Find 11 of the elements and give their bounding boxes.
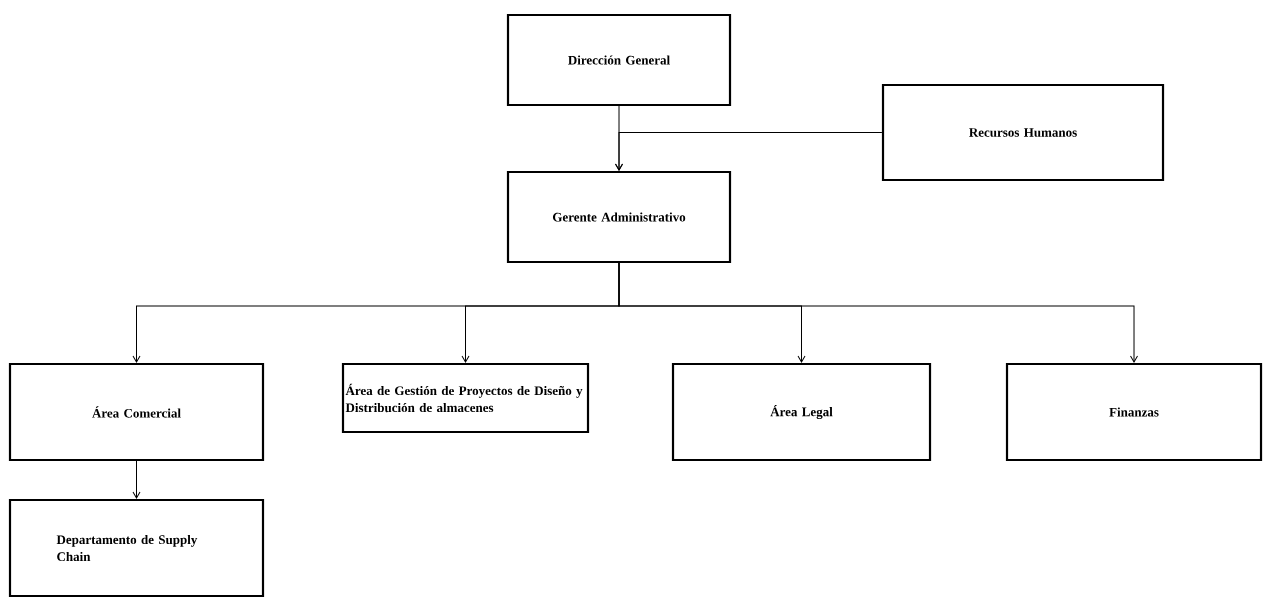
org-box: Departamento de Supply Chain: [8, 498, 265, 597]
org-box: Área de Gestión de Proyectos de Diseño y Distribución de almacenes: [341, 362, 590, 434]
org-box: Gerente Administrativo: [506, 170, 732, 264]
org-box: Finanzas: [1005, 362, 1263, 462]
org-box: Área Comercial: [8, 362, 265, 462]
org-box: Área Legal: [671, 362, 932, 462]
arrow: [615, 132, 883, 171]
org-box: Dirección General: [506, 13, 732, 107]
org-box: Recursos Humanos: [881, 83, 1165, 182]
arrow: [618, 262, 1138, 363]
arrow: [132, 460, 141, 499]
